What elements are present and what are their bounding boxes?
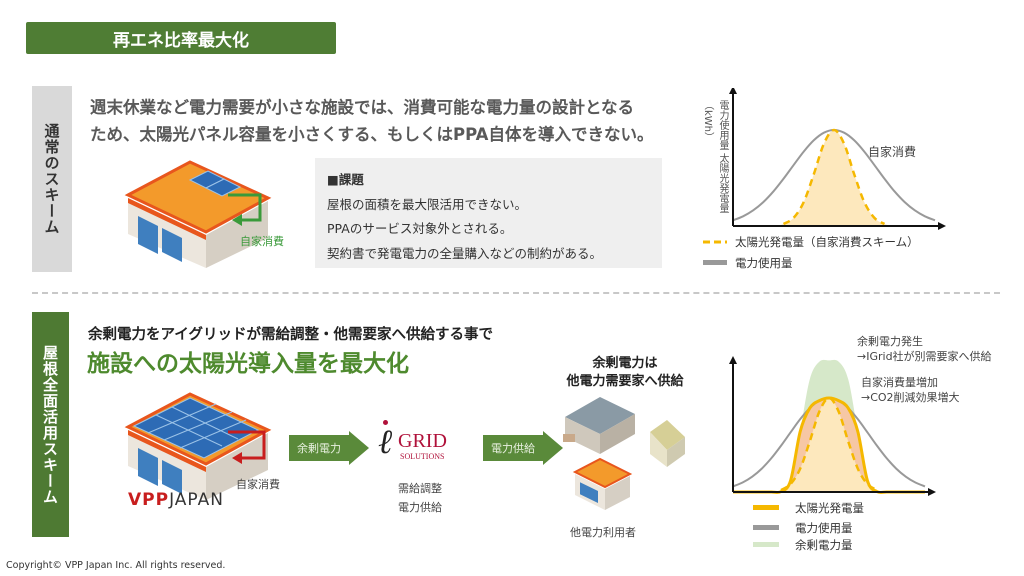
yellow-swatch [753,505,779,510]
chart-annotation: →IGrid社が別需要家へ供給 [857,350,992,363]
full-headline: 施設への太陽光導入量を最大化 [87,351,409,377]
issues-title: ■課題 [327,172,364,187]
other-consumers-buildings-icon [563,397,685,510]
solar-dashed-line [782,128,886,226]
legend-label: 太陽光発電量（自家消費スキーム） [735,235,919,249]
full-lead: 余剰電力をアイグリッドが需給調整・他需要家へ供給する事で [88,327,493,343]
x-axis-arrow-icon [938,222,946,230]
igrid-logo-dot-icon [383,420,388,425]
arrow-label: 余剰電力 [289,435,349,461]
normal-scheme-label: 通常のスキーム [32,86,72,272]
legend-item: 太陽光発電量 [753,500,864,516]
legend-item: 電力使用量 [753,520,853,536]
legend-label: 余剰電力量 [795,538,853,552]
store-building-full-solar-icon [124,392,272,500]
store-building-small-solar-icon [124,160,272,268]
chart-annotation: 余剰電力発生 [857,335,923,348]
copyright: Copyright© VPP Japan Inc. All rights res… [6,560,226,571]
solar-area [733,130,935,227]
surplus-power-arrow: 余剰電力 [289,431,369,465]
legend-item: 電力使用量 [703,255,793,271]
chart-y-axis-label: 電力使用量 太陽光発電量 （kWh） [702,100,728,214]
legend-item: 太陽光発電量（自家消費スキーム） [703,234,919,250]
vpp-logo-mark: VPP [128,490,170,510]
igrid-desc-2: 電力供給 [398,501,442,514]
green-swatch [753,542,779,547]
arrow-label: 電力供給 [483,435,543,461]
y-axis-arrow-icon [729,88,737,94]
section-divider [32,292,1000,294]
gray-swatch [753,525,779,530]
vpp-japan-logo: VPPJAPAN [128,490,224,510]
issue-item: PPAのサービス対象外とされる。 [327,221,513,236]
other-users-label: 他電力利用者 [570,526,636,539]
y-axis-arrow-icon [729,356,737,364]
surplus-supply-heading: 余剰電力は 他電力需要家へ供給 [540,355,710,391]
normal-scheme-chart [729,88,946,230]
arrow-head-icon [349,431,369,465]
full-roof-scheme-label: 屋根全面活用スキーム [32,312,69,537]
chart-annotation: 自家消費量増加 [861,376,938,389]
legend-label: 電力使用量 [735,256,793,270]
igrid-logo-sub: SOLUTIONS [400,452,445,461]
igrid-logo-l-icon: ℓ [378,422,393,462]
issues-box: ■課題 屋根の面積を最大限活用できない。 PPAのサービス対象外とされる。 契約… [315,158,662,268]
igrid-logo-text: GRID [398,430,447,452]
solar-area [733,398,925,493]
surplus-supply-line1: 余剰電力は [592,356,658,371]
x-axis-arrow-icon [928,488,936,496]
power-supply-arrow: 電力供給 [483,431,563,465]
vpp-logo-text: JAPAN [169,490,224,510]
chart-annotation: →CO2削減効果増大 [861,391,960,404]
legend-label: 電力使用量 [795,521,853,535]
surplus-supply-line2: 他電力需要家へ供給 [566,374,684,389]
issue-item: 契約書で発電電力の全量購入などの制約がある。 [327,245,603,261]
gray-swatch [703,260,727,265]
chart-annotation-self: 自家消費 [868,145,917,159]
normal-lead-line1: 週末休業など電力需要が小さな施設では、消費可能な電力量の設計となる [90,98,635,117]
legend-label: 太陽光発電量 [795,501,864,515]
arrow-head-icon [543,431,563,465]
self-consumption-label: 自家消費 [236,478,280,491]
slide-title: 再エネ比率最大化 [26,22,336,54]
self-consumption-label: 自家消費 [240,235,284,248]
full-roof-scheme-chart [729,356,936,496]
normal-lead-line2: ため、太陽光パネル容量を小さくする、もしくはPPA自体を導入できない。 [90,125,654,144]
issue-item: 屋根の面積を最大限活用できない。 [327,196,528,212]
igrid-desc-1: 需給調整 [398,482,442,495]
dashed-yellow-swatch [703,240,727,244]
legend-item: 余剰電力量 [753,537,853,553]
